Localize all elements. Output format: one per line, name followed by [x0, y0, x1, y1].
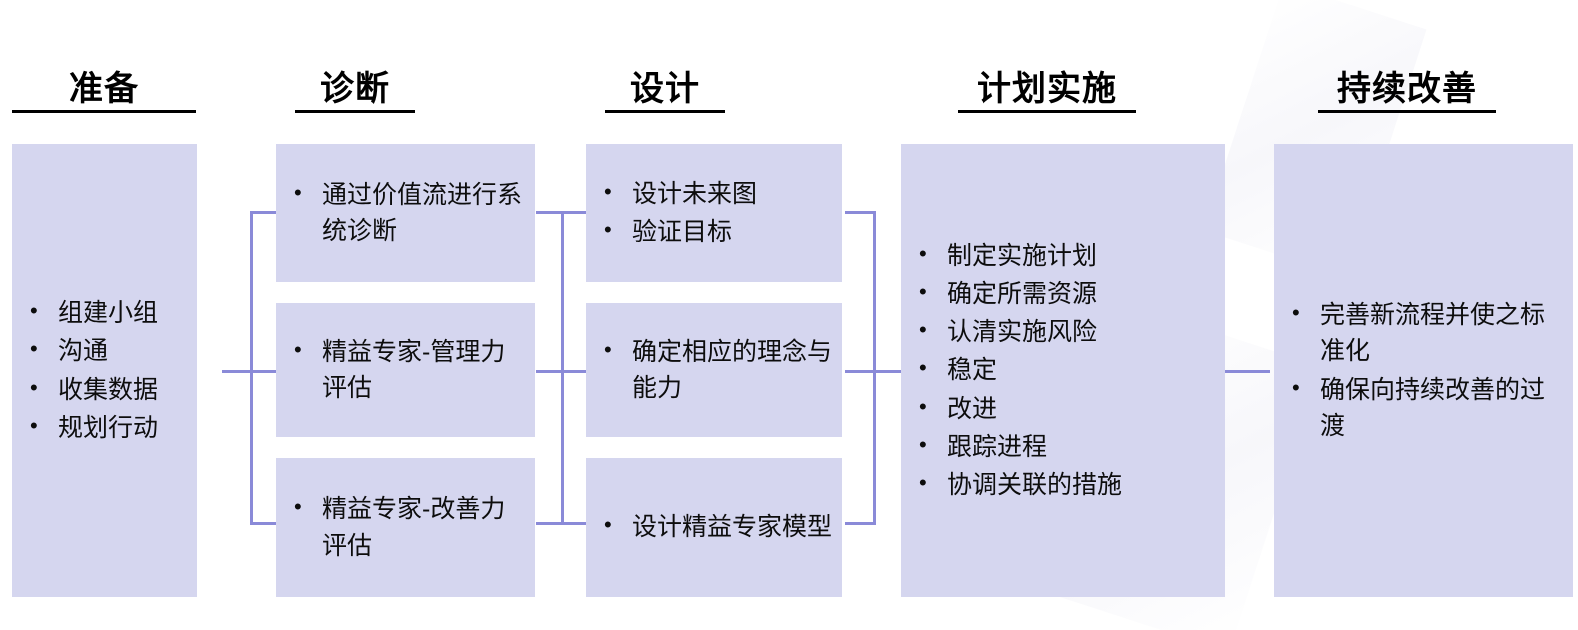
connector-plan-outlet	[873, 370, 903, 373]
list-item: 验证目标	[586, 214, 842, 250]
connector-design-branch-left-2	[536, 370, 564, 373]
connector-plan-branch-1	[845, 211, 876, 214]
stage-title-plan-implement: 计划实施	[958, 72, 1136, 113]
connector-plan-branch-2	[845, 370, 876, 373]
connector-design-spine	[561, 211, 564, 525]
list-item: 改进	[901, 391, 1225, 427]
card-diagnose-3[interactable]: 精益专家-改善力评估	[276, 458, 535, 597]
card-design-3[interactable]: 设计精益专家模型	[586, 458, 842, 597]
card-item-list: 完善新流程并使之标准化 确保向持续改善的过渡	[1274, 297, 1573, 444]
list-item: 设计精益专家模型	[586, 509, 842, 545]
card-design-1[interactable]: 设计未来图 验证目标	[586, 144, 842, 282]
card-item-list: 组建小组 沟通 收集数据 规划行动	[12, 295, 197, 446]
card-diagnose-1[interactable]: 通过价值流进行系统诊断	[276, 144, 535, 282]
card-item-list: 精益专家-管理力评估	[276, 334, 535, 407]
connector-plan-branch-3	[845, 522, 876, 525]
card-item-list: 设计精益专家模型	[586, 509, 842, 545]
stage-title-continuous-improvement: 持续改善	[1318, 72, 1496, 113]
list-item: 精益专家-管理力评估	[276, 334, 535, 407]
connector-design-branch-right-2	[561, 370, 589, 373]
connector-design-branch-left-3	[536, 522, 564, 525]
list-item: 设计未来图	[586, 176, 842, 212]
connector-diagnose-branch-2	[250, 370, 280, 373]
card-diagnose-2[interactable]: 精益专家-管理力评估	[276, 303, 535, 437]
stage-title-prepare: 准备	[12, 72, 196, 113]
list-item: 认清实施风险	[901, 314, 1225, 350]
list-item: 制定实施计划	[901, 238, 1225, 274]
card-plan-implement-1[interactable]: 制定实施计划 确定所需资源 认清实施风险 稳定 改进 跟踪进程 协调关联的措施	[901, 144, 1225, 597]
connector-diagnose-branch-3	[250, 522, 280, 525]
stage-title-design: 设计	[605, 72, 725, 113]
card-item-list: 确定相应的理念与能力	[586, 334, 842, 407]
connector-design-branch-right-3	[561, 522, 589, 525]
list-item: 确定所需资源	[901, 276, 1225, 312]
list-item: 确保向持续改善的过渡	[1274, 372, 1573, 445]
connector-diagnose-branch-1	[250, 211, 280, 214]
card-design-2[interactable]: 确定相应的理念与能力	[586, 303, 842, 437]
list-item: 精益专家-改善力评估	[276, 491, 535, 564]
list-item: 规划行动	[12, 410, 197, 446]
card-item-list: 精益专家-改善力评估	[276, 491, 535, 564]
list-item: 完善新流程并使之标准化	[1274, 297, 1573, 370]
list-item: 确定相应的理念与能力	[586, 334, 842, 407]
connector-plan-spine	[873, 211, 876, 525]
connector-plan-to-continuous	[1222, 370, 1270, 373]
connector-design-branch-right-1	[561, 211, 589, 214]
connector-design-branch-left-1	[536, 211, 564, 214]
list-item: 沟通	[12, 333, 197, 369]
card-prepare-1[interactable]: 组建小组 沟通 收集数据 规划行动	[12, 144, 197, 597]
card-item-list: 通过价值流进行系统诊断	[276, 177, 535, 250]
connector-diagnose-spine	[250, 211, 253, 525]
list-item: 组建小组	[12, 295, 197, 331]
list-item: 跟踪进程	[901, 429, 1225, 465]
stage-title-diagnose: 诊断	[295, 72, 415, 113]
card-item-list: 设计未来图 验证目标	[586, 176, 842, 251]
list-item: 通过价值流进行系统诊断	[276, 177, 535, 250]
list-item: 稳定	[901, 352, 1225, 388]
list-item: 收集数据	[12, 372, 197, 408]
card-continuous-improvement-1[interactable]: 完善新流程并使之标准化 确保向持续改善的过渡	[1274, 144, 1573, 597]
connector-prepare-to-diagnose-stub	[222, 370, 252, 373]
card-item-list: 制定实施计划 确定所需资源 认清实施风险 稳定 改进 跟踪进程 协调关联的措施	[901, 238, 1225, 504]
list-item: 协调关联的措施	[901, 467, 1225, 503]
